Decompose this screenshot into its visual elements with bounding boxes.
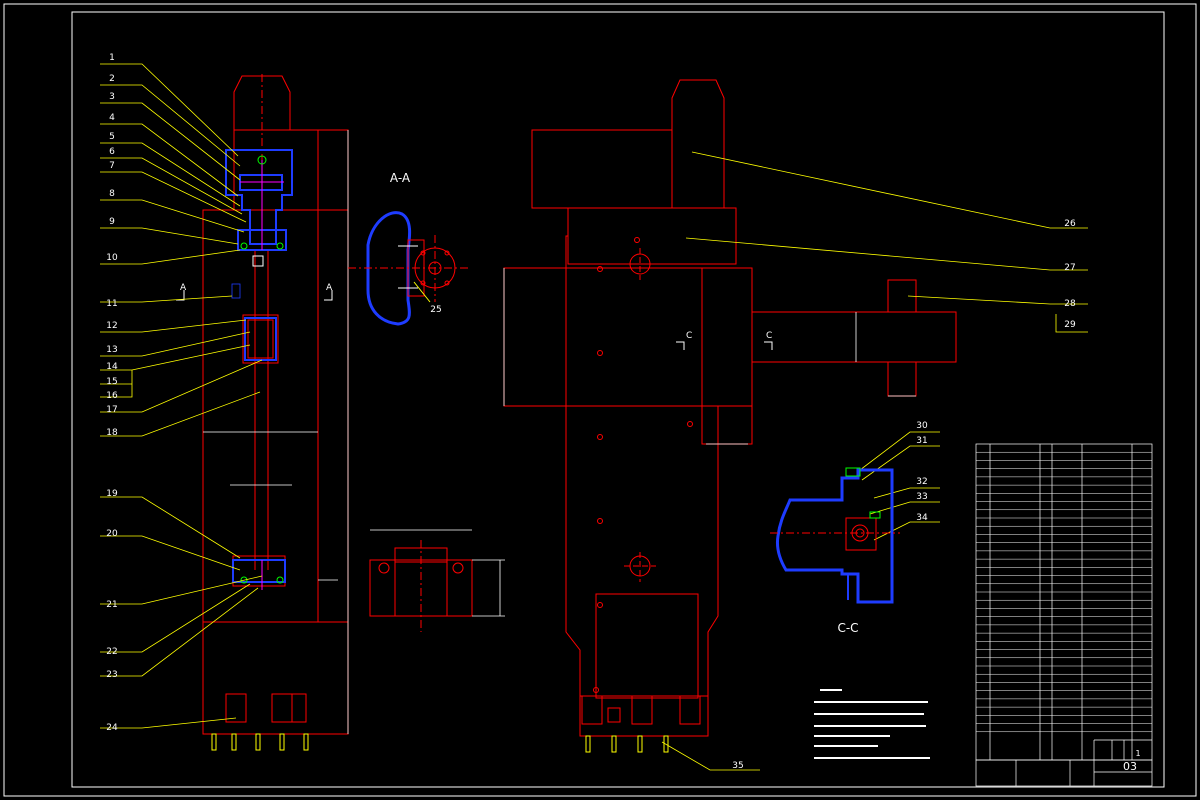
section-marker-c-left: C [686, 331, 692, 341]
part-label-3: 3 [109, 92, 115, 102]
section-cc-title: C-C [837, 621, 858, 635]
part-label-1: 1 [109, 53, 115, 63]
part-label-9: 9 [109, 217, 115, 227]
right-top-cap [671, 79, 725, 208]
side-block-view [369, 529, 505, 632]
bill-of-materials [975, 443, 1153, 761]
section-aa-view [348, 211, 470, 326]
part-label-29: 29 [1064, 320, 1076, 330]
left-view-hatching [225, 149, 293, 583]
part-label-14: 14 [106, 362, 118, 372]
part-label-5: 5 [109, 132, 115, 142]
left-leader-lines [100, 63, 263, 729]
left-view-small-parts [240, 155, 284, 584]
section-marker-c-right: C [766, 331, 772, 341]
part-label-10: 10 [106, 253, 118, 263]
part-label-30: 30 [916, 421, 928, 431]
right-view-holes [593, 237, 693, 693]
part-label-27: 27 [1064, 263, 1075, 273]
part-label-12: 12 [106, 321, 117, 331]
part-label-23: 23 [106, 670, 117, 680]
part-label-28: 28 [1064, 299, 1076, 309]
bottom-pins-right [585, 735, 669, 753]
drawing-number: 03 [1123, 760, 1137, 773]
section-aa-title: A-A [390, 171, 411, 185]
part-label-35: 35 [732, 761, 743, 771]
right-view-dimensions [503, 268, 916, 445]
part-label-26: 26 [1064, 219, 1076, 229]
part-label-17: 17 [106, 405, 117, 415]
part-label-22: 22 [106, 647, 117, 657]
part-label-19: 19 [106, 489, 118, 499]
lower-base [202, 621, 349, 735]
part-label-8: 8 [109, 189, 115, 199]
part-label-4: 4 [109, 113, 115, 123]
part-label-32: 32 [916, 477, 927, 487]
section-marker-a [176, 290, 333, 301]
part-label-16: 16 [106, 391, 118, 401]
left-part-labels: 1 2 3 4 5 6 7 8 9 10 11 12 13 14 15 16 1… [106, 53, 118, 733]
technical-notes [814, 689, 930, 759]
part-label-21: 21 [106, 600, 117, 610]
part-label-7: 7 [109, 161, 115, 171]
part-label-11: 11 [106, 299, 117, 309]
section-cc-view [770, 467, 900, 604]
quantity-value: 1 [1135, 749, 1140, 758]
bottom-pins-left [211, 733, 309, 751]
part-label-15: 15 [106, 377, 117, 387]
section-marker-a-left: A [180, 283, 187, 293]
right-part-labels: 26 27 28 29 30 31 32 33 34 35 [732, 219, 1076, 771]
section-marker-c [676, 341, 773, 350]
right-leader-lines [661, 151, 1088, 771]
part-label-34: 34 [916, 513, 928, 523]
sheet-outer-border [3, 3, 1197, 797]
left-view-details [240, 160, 284, 590]
left-front-view [202, 74, 349, 735]
sheet-inner-border [71, 11, 1165, 788]
part-label-13: 13 [106, 345, 117, 355]
part-label-20: 20 [106, 529, 118, 539]
left-view-dimensions [203, 130, 349, 734]
part-label-18: 18 [106, 428, 118, 438]
part-label-24: 24 [106, 723, 118, 733]
title-block [975, 739, 1153, 787]
part-label-31: 31 [916, 436, 927, 446]
section-marker-a-right: A [326, 283, 333, 293]
part-label-6: 6 [109, 147, 115, 157]
bom-rows [976, 451, 1152, 733]
part-label-2: 2 [109, 74, 115, 84]
part-label-25: 25 [430, 305, 441, 315]
part-label-33: 33 [916, 492, 927, 502]
right-side-view [503, 79, 957, 737]
